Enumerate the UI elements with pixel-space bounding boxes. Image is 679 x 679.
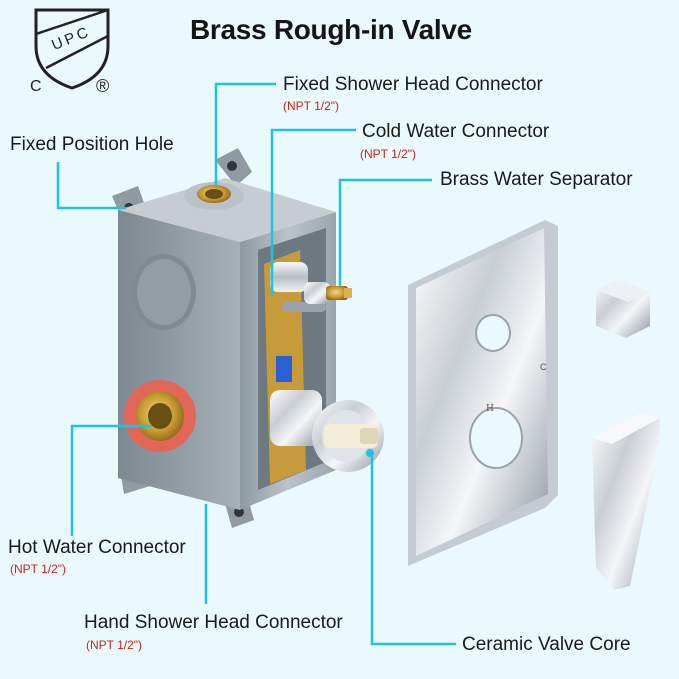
spec-cold-water-connector: (NPT 1/2") — [360, 147, 417, 161]
leader-fixed-position-hole — [56, 162, 126, 210]
badge-registered-mark: ® — [96, 76, 110, 96]
leader-fixed-shower-head — [214, 82, 276, 186]
spec-hand-shower-head-connector: (NPT 1/2") — [86, 638, 143, 652]
label-cold-water-connector: Cold Water Connector — [362, 121, 550, 142]
leader-cold-water — [270, 128, 356, 296]
page-title: Brass Rough-in Valve — [190, 14, 472, 45]
upc-certification-badge: UPC C ® — [24, 6, 120, 102]
spec-fixed-shower-head-connector: (NPT 1/2") — [283, 99, 340, 113]
leader-brass-separator — [338, 178, 432, 286]
leader-ceramic-core — [370, 456, 456, 646]
label-ceramic-valve-core: Ceramic Valve Core — [462, 634, 631, 655]
trim-mark-hot: H — [486, 404, 494, 414]
shield-icon — [34, 8, 110, 90]
spec-hot-water-connector: (NPT 1/2") — [10, 562, 67, 576]
label-fixed-position-hole: Fixed Position Hole — [10, 134, 174, 155]
badge-left-text: C — [30, 78, 42, 95]
label-fixed-shower-head-connector: Fixed Shower Head Connector — [283, 74, 543, 95]
leader-hot-water — [70, 424, 152, 536]
trim-mark-cold: C — [540, 362, 547, 372]
label-hot-water-connector: Hot Water Connector — [8, 537, 186, 558]
label-brass-water-separator: Brass Water Separator — [440, 169, 633, 190]
label-hand-shower-head-connector: Hand Shower Head Connector — [84, 612, 343, 633]
